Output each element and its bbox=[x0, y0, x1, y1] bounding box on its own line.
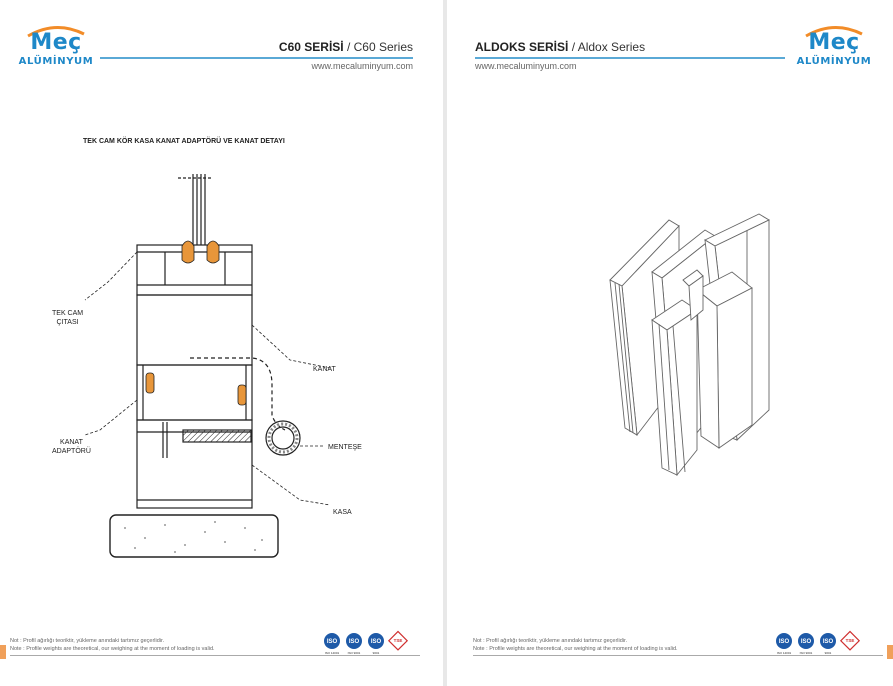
profile-section-drawing bbox=[84, 174, 331, 558]
svg-text:ISO 9001: ISO 9001 bbox=[348, 651, 361, 655]
label-kanat-adaptoru: KANAT ADAPTÖRÜ bbox=[52, 439, 91, 455]
aldox-profile-3d-drawing bbox=[609, 213, 770, 477]
svg-text:ISO 14001: ISO 14001 bbox=[325, 651, 340, 655]
series-rest: / Aldox Series bbox=[571, 40, 646, 54]
svg-text:ISO: ISO bbox=[349, 639, 360, 645]
header-divider bbox=[100, 57, 413, 59]
footer-note: Not : Profil ağırlığı teoriktir, yükleme… bbox=[473, 638, 678, 652]
label-tek-cam-citasi: TEK CAM ÇITASI bbox=[52, 310, 84, 326]
left-page: Meç ALÜMİNYUM C60 SERİSİ / C60 Series ww… bbox=[0, 0, 443, 686]
svg-text:ISO: ISO bbox=[327, 639, 338, 645]
series-bold: C60 SERİSİ bbox=[278, 40, 344, 54]
series-bold: ALDOKS SERİSİ bbox=[475, 40, 569, 54]
right-page: ALDOKS SERİSİ / Aldox Series www.mecalum… bbox=[447, 0, 893, 686]
page-edge-tab bbox=[0, 645, 6, 659]
brand-sub: ALÜMİNYUM bbox=[796, 56, 872, 67]
svg-text:ISO: ISO bbox=[801, 639, 812, 645]
brand-logo: Meç ALÜMİNYUM bbox=[794, 26, 874, 76]
brand-name: Meç bbox=[808, 30, 860, 55]
logo-swoosh-icon bbox=[27, 26, 85, 38]
brand-logo: Meç ALÜMİNYUM bbox=[16, 26, 96, 76]
svg-text:ISO 9001: ISO 9001 bbox=[800, 651, 813, 655]
svg-text:ISO: ISO bbox=[779, 639, 790, 645]
svg-text:ISO: ISO bbox=[823, 639, 834, 645]
label-kanat: KANAT bbox=[313, 366, 336, 373]
svg-text:9001: 9001 bbox=[825, 651, 832, 655]
page-title: ALDOKS SERİSİ / Aldox Series bbox=[475, 40, 645, 54]
footer-note: Not : Profil ağırlığı teoriktir, yükleme… bbox=[10, 638, 215, 652]
footer-divider bbox=[10, 655, 420, 656]
website-url: www.mecaluminyum.com bbox=[311, 61, 413, 71]
svg-text:9001: 9001 bbox=[373, 651, 380, 655]
svg-text:TSE: TSE bbox=[846, 638, 855, 643]
logo-swoosh-icon bbox=[805, 26, 863, 38]
series-rest: / C60 Series bbox=[346, 40, 413, 54]
label-mentese: MENTEŞE bbox=[328, 444, 362, 451]
figure-title: TEK CAM KÖR KASA KANAT ADAPTÖRÜ VE KANAT… bbox=[83, 138, 285, 145]
svg-text:ISO: ISO bbox=[371, 639, 382, 645]
label-kasa: KASA bbox=[333, 509, 352, 516]
page-title: C60 SERİSİ / C60 Series bbox=[279, 40, 413, 54]
svg-text:TSE: TSE bbox=[394, 638, 403, 643]
footer-divider bbox=[473, 655, 883, 656]
header-divider bbox=[475, 57, 785, 59]
brand-sub: ALÜMİNYUM bbox=[18, 56, 94, 67]
svg-text:ISO 14001: ISO 14001 bbox=[777, 651, 792, 655]
website-url: www.mecaluminyum.com bbox=[475, 61, 577, 71]
page-edge-tab bbox=[887, 645, 893, 659]
brand-name: Meç bbox=[30, 30, 82, 55]
